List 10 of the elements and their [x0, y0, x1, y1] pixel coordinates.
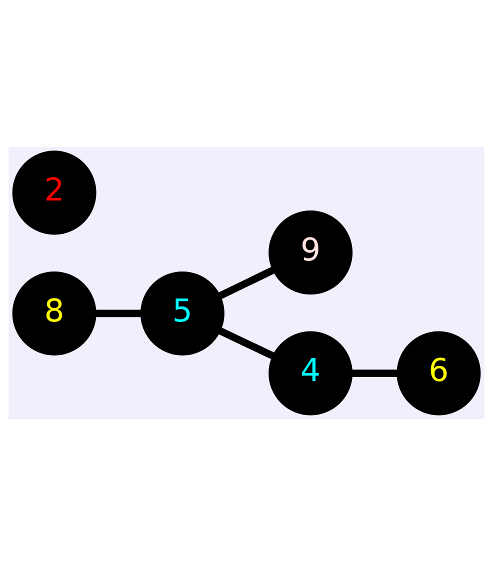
- node-circle: 8: [12, 271, 96, 356]
- node-circle: 5: [140, 271, 224, 356]
- connector: [218, 266, 274, 299]
- connector: [96, 310, 141, 318]
- connector: [218, 328, 274, 360]
- node-circle: 4: [268, 331, 353, 416]
- node-circle: 9: [268, 210, 353, 295]
- connector: [352, 370, 398, 377]
- node-circle: 6: [396, 331, 481, 416]
- node-circle: 2: [12, 150, 96, 235]
